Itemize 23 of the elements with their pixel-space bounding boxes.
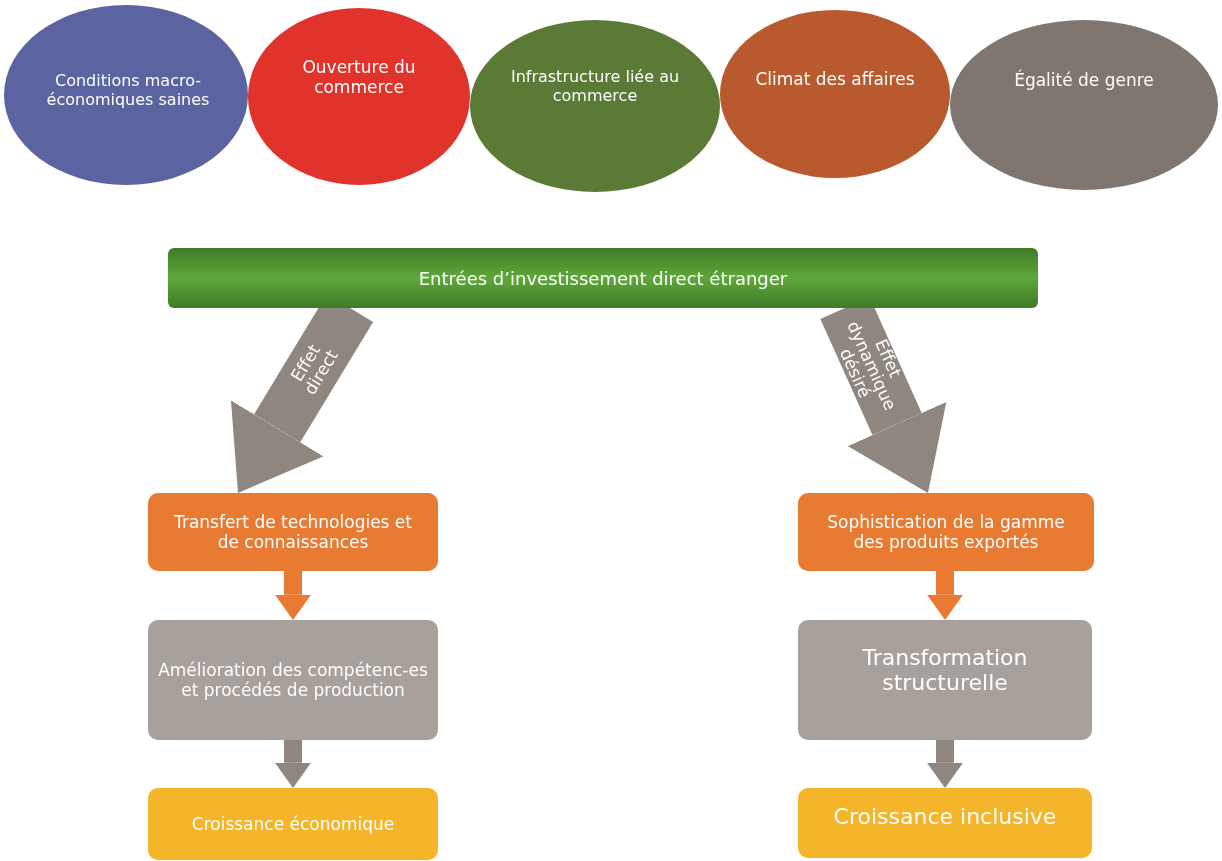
node-label: Sophistication de la gamme des produits exportés: [826, 512, 1066, 552]
node-label: Transfert de technologies et de connaissances: [173, 512, 413, 552]
process-box: [798, 493, 1094, 571]
node-label: Croissance inclusive: [833, 803, 1057, 829]
process-box: [148, 788, 438, 860]
banner-bar: [168, 248, 1038, 308]
block-arrow: [275, 571, 311, 620]
process-box: [148, 620, 438, 740]
node-label: Amélioration des compétenc-es et procédés de production: [157, 660, 429, 700]
process-box: [798, 620, 1092, 740]
process-box: [148, 493, 438, 571]
process-box: [798, 788, 1092, 858]
node-label: Entrées d’investissement direct étranger: [418, 267, 788, 289]
node-label: Climat des affaires: [755, 69, 915, 89]
node-label: Infrastructure liée au commerce: [510, 67, 680, 105]
node-label: Ouverture du commerce: [301, 56, 417, 97]
node-label: Conditions macro-économiques saines: [45, 71, 211, 109]
block-arrow: [927, 571, 963, 620]
block-arrow: [927, 740, 963, 788]
node-label: Transformation structurelle: [861, 645, 1029, 695]
node-label: Égalité de genre: [1014, 70, 1154, 90]
node-label: Croissance économique: [191, 814, 395, 834]
block-arrow: [275, 740, 311, 788]
